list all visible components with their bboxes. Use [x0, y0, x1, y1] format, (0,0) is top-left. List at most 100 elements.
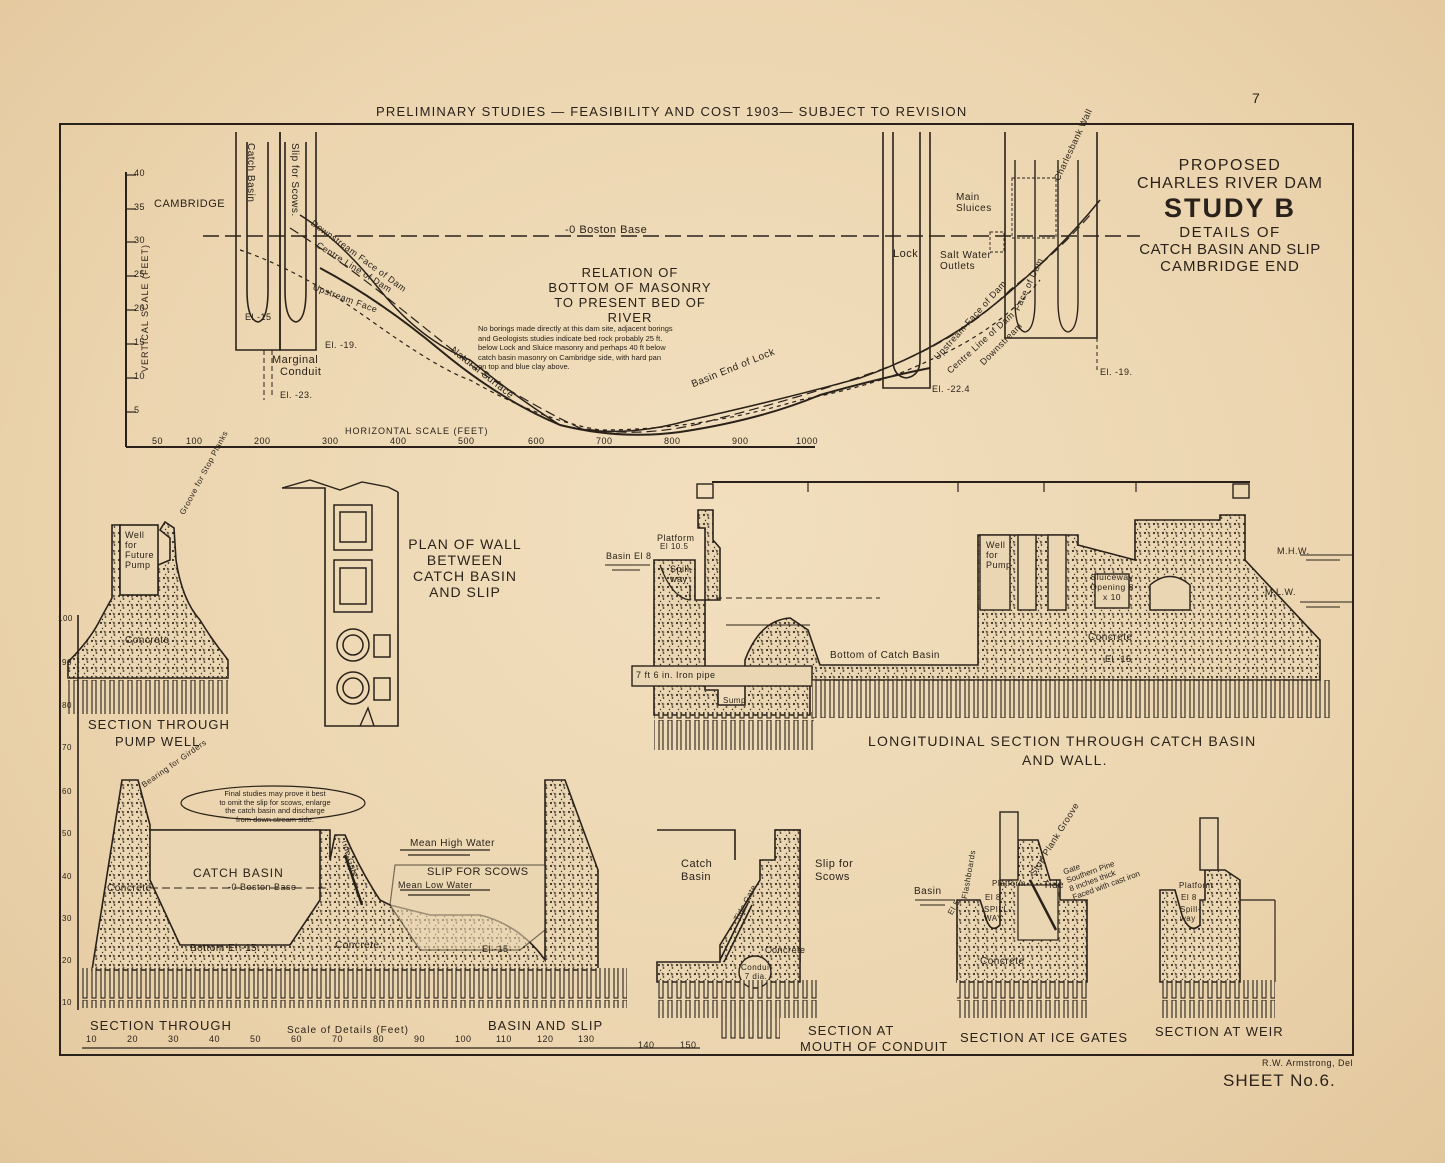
- pump-concrete: Concrete: [125, 635, 170, 646]
- profile-marginal: Marginal: [272, 354, 319, 366]
- v-tick: 40: [134, 168, 146, 178]
- scale-tick: 70: [332, 1034, 344, 1044]
- weir-section: [1159, 817, 1276, 1018]
- mouth-caption1: SECTION AT: [808, 1023, 895, 1038]
- mouth-conduit-section: [656, 829, 817, 1040]
- profile-horizontal-scale: HORIZONTAL SCALE (FEET): [345, 426, 489, 436]
- detail-v-tick: 100: [58, 614, 73, 623]
- long-bottom: Bottom of Catch Basin: [830, 650, 940, 661]
- ice-spillway: SPILL-WAY: [984, 905, 1012, 923]
- detail-v-tick: 40: [62, 872, 72, 881]
- basin-bottom: Bottom El -15.: [190, 943, 261, 954]
- basin-slip-section: [77, 615, 700, 1049]
- h-tick: 200: [254, 436, 271, 446]
- sheet-number: SHEET No.6.: [1223, 1071, 1336, 1090]
- v-tick: 5: [134, 405, 140, 415]
- profile-el-15: El -15: [245, 312, 272, 322]
- v-tick: 35: [134, 202, 146, 212]
- profile-el-19b: El. -19.: [1100, 367, 1133, 377]
- scale-tick: 110: [496, 1034, 512, 1044]
- basin-mean-low: Mean Low Water: [398, 880, 473, 890]
- basin-el-15: El -15: [482, 944, 509, 954]
- plan-wall-diagram: [281, 479, 399, 727]
- ice-caption: SECTION AT ICE GATES: [960, 1030, 1129, 1045]
- profile-title: RELATION OF BOTTOM OF MASONRY TO PRESENT…: [530, 265, 730, 325]
- profile-main-sluices: Main Sluices: [956, 192, 992, 214]
- profile-salt-water: Salt Water Outlets: [940, 250, 992, 272]
- title-line5: CATCH BASIN AND SLIP: [1139, 241, 1321, 258]
- detail-v-tick: 30: [62, 914, 72, 923]
- pump-caption2: PUMP WELL: [115, 734, 201, 749]
- basin-slip: SLIP FOR SCOWS: [427, 866, 529, 878]
- mouth-caption2: MOUTH OF CONDUIT: [800, 1039, 949, 1054]
- basin-note: Final studies may prove it best to omit …: [190, 789, 360, 824]
- title-line3: STUDY B: [1163, 193, 1297, 223]
- plan-title3: CATCH BASIN: [412, 568, 518, 584]
- scale-tick: 40: [209, 1034, 221, 1044]
- profile-note-line: on top and blue clay above.: [478, 362, 570, 371]
- h-tick: 700: [596, 436, 613, 446]
- long-basin-el: Basin El 8: [606, 551, 652, 561]
- long-mlw: M.L.W.: [1265, 587, 1297, 597]
- long-platform-el: El 10.5: [660, 542, 689, 551]
- profile-note-line: below Lock and Sluice masonry and perhap…: [478, 343, 666, 352]
- title-line1: PROPOSED: [1178, 157, 1282, 174]
- profile-note-line: catch basin masonry on Cambridge side, w…: [478, 352, 662, 362]
- scale-tick: 30: [168, 1034, 180, 1044]
- profile-slip-scows: Slip for Scows.: [289, 143, 300, 217]
- header-line: PRELIMINARY STUDIES — FEASIBILITY AND CO…: [376, 104, 968, 119]
- profile-el-224: El. -22.4: [932, 384, 971, 394]
- plan-title: PLAN OF WALL BETWEEN CATCH BASIN AND SLI…: [400, 536, 530, 600]
- title-block: PROPOSED CHARLES RIVER DAM STUDY B DETAI…: [1105, 157, 1355, 275]
- h-tick: 400: [390, 436, 407, 446]
- h-tick: 900: [732, 436, 749, 446]
- title-line6: CAMBRIDGE END: [1160, 258, 1300, 275]
- drafter-credit: R.W. Armstrong, Del: [1262, 1058, 1354, 1068]
- v-tick: 15: [134, 337, 146, 347]
- detail-v-tick: 20: [62, 956, 72, 965]
- h-tick: 800: [664, 436, 681, 446]
- title-line4: DETAILS OF: [1179, 224, 1281, 241]
- long-caption1: LONGITUDINAL SECTION THROUGH CATCH BASIN: [868, 733, 1257, 749]
- basin-note-line: Final studies may prove it best: [224, 789, 326, 798]
- detail-v-tick: 90: [62, 658, 72, 667]
- basin-concrete-mid: Concrete: [335, 940, 380, 951]
- long-concrete: Concrete: [1088, 632, 1133, 643]
- pump-well-section: [67, 520, 229, 714]
- scale-tick: 90: [414, 1034, 426, 1044]
- scale-tick: 100: [455, 1034, 472, 1044]
- detail-v-tick: 10: [62, 998, 72, 1007]
- scale-tick: 20: [127, 1034, 139, 1044]
- weir-caption: SECTION AT WEIR: [1155, 1024, 1284, 1039]
- title-line2: CHARLES RIVER DAM: [1137, 175, 1323, 192]
- profile-lock: Lock: [893, 248, 919, 260]
- basin-scale-label: Scale of Details (Feet): [287, 1025, 409, 1036]
- plan-title1: PLAN OF WALL: [408, 536, 522, 552]
- long-platform: Platform: [657, 533, 695, 543]
- profile-conduit: Conduit: [280, 366, 322, 378]
- long-well-pump: Well for Pump: [986, 540, 1012, 570]
- h-tick: 50: [152, 436, 164, 446]
- h-tick: 500: [458, 436, 475, 446]
- profile-title1: RELATION OF: [581, 265, 679, 280]
- profile-note: No borings made directly at this dam sit…: [478, 324, 673, 372]
- detail-v-tick: 70: [62, 743, 72, 752]
- plan-title4: AND SLIP: [429, 584, 501, 600]
- scale-tick: 50: [250, 1034, 262, 1044]
- basin-note-line: the catch basin and discharge: [225, 806, 325, 815]
- long-mhw: M.H.W.: [1277, 546, 1310, 556]
- profile-el-19a: El. -19.: [325, 340, 358, 350]
- weir-el-8: El 8: [1181, 893, 1197, 902]
- scale-tick: 140: [638, 1040, 655, 1050]
- ice-concrete: Concrete: [980, 956, 1025, 967]
- longitudinal-section: [605, 481, 1352, 750]
- basin-note-line: to omit the slip for scows, enlarge: [219, 797, 331, 807]
- v-tick: 20: [134, 303, 146, 313]
- scale-tick: 150: [680, 1040, 697, 1050]
- weir-spillway: Spill-way: [1180, 905, 1201, 923]
- basin-caption-right: BASIN AND SLIP: [488, 1018, 604, 1033]
- drawing-border: [59, 123, 1354, 1056]
- basin-mean-high: Mean High Water: [410, 838, 495, 849]
- v-tick: 10: [134, 371, 146, 381]
